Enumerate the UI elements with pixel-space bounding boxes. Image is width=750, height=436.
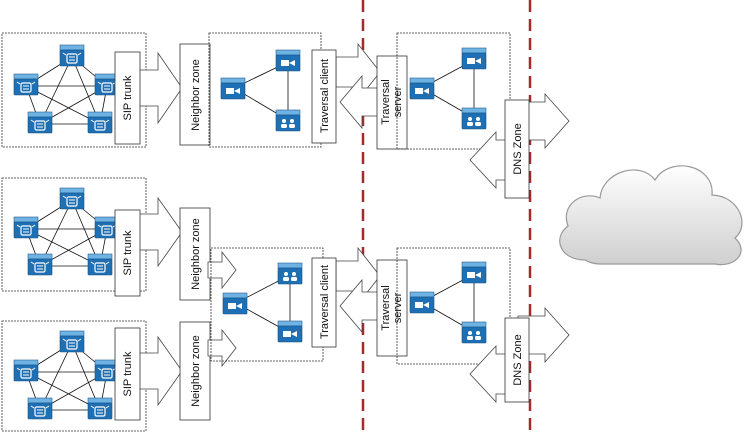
svg-text:DNS Zone: DNS Zone bbox=[512, 334, 524, 385]
cluster-middle bbox=[1, 177, 147, 292]
video-endpoint-icon bbox=[410, 78, 434, 99]
traversal-server-box-top: Traversal server bbox=[376, 55, 408, 150]
svg-text:SIP trunk: SIP trunk bbox=[122, 75, 134, 121]
traversal-client-box-top: Traversal client bbox=[311, 49, 337, 144]
svg-text:server: server bbox=[392, 292, 404, 323]
svg-text:DNS Zone: DNS Zone bbox=[512, 123, 524, 174]
server-group-top bbox=[396, 32, 511, 150]
client-to-server-arrow-top bbox=[335, 42, 381, 102]
cluster-top bbox=[1, 32, 147, 148]
video-endpoint-icon bbox=[276, 50, 300, 71]
client-to-server-arrow-bottom bbox=[335, 246, 381, 306]
router-icon bbox=[14, 360, 38, 381]
video-endpoint-icon bbox=[410, 292, 434, 313]
traversal-client-box-bottom: Traversal client bbox=[311, 257, 337, 348]
conference-people-icon bbox=[278, 263, 302, 284]
svg-text:Traversal client: Traversal client bbox=[319, 59, 331, 133]
svg-text:Traversal: Traversal bbox=[380, 79, 392, 124]
router-icon bbox=[88, 112, 112, 133]
dns-zone-box-top: DNS Zone bbox=[504, 99, 530, 199]
video-endpoint-icon bbox=[223, 293, 247, 314]
router-icon bbox=[14, 217, 38, 238]
router-icon bbox=[28, 254, 52, 275]
router-icon bbox=[60, 331, 84, 352]
client-group-top bbox=[208, 32, 322, 148]
neighbor-zone-box-bottom: Neighbor zone bbox=[179, 321, 211, 421]
dns-zone-box-bottom: DNS Zone bbox=[504, 317, 530, 403]
neighbor-zone-box-middle: Neighbor zone bbox=[179, 207, 211, 301]
sip-to-neighbor-arrow-bottom bbox=[137, 335, 183, 407]
traversal-server-box-bottom: Traversal server bbox=[376, 259, 408, 357]
router-icon bbox=[60, 188, 84, 209]
sip-to-neighbor-arrow-top bbox=[137, 51, 183, 125]
router-icon bbox=[60, 45, 84, 66]
svg-text:Traversal: Traversal bbox=[380, 285, 392, 330]
conference-people-icon bbox=[276, 110, 300, 131]
svg-text:Neighbor zone: Neighbor zone bbox=[190, 218, 202, 290]
video-endpoint-icon bbox=[221, 78, 245, 99]
video-endpoint-icon bbox=[462, 262, 486, 283]
sip-trunk-box-top: SIP trunk bbox=[114, 51, 141, 145]
svg-text:Neighbor zone: Neighbor zone bbox=[190, 59, 202, 131]
neighbor-to-client-arrow-bottom bbox=[207, 328, 237, 368]
router-icon bbox=[88, 254, 112, 275]
conference-people-icon bbox=[462, 108, 486, 129]
sip-trunk-box-bottom: SIP trunk bbox=[114, 327, 141, 421]
svg-text:SIP trunk: SIP trunk bbox=[122, 351, 134, 397]
router-icon bbox=[28, 112, 52, 133]
cloud-icon bbox=[559, 165, 743, 266]
router-icon bbox=[88, 398, 112, 419]
sip-trunk-box-middle: SIP trunk bbox=[114, 209, 141, 297]
svg-text:Neighbor zone: Neighbor zone bbox=[190, 335, 202, 407]
router-icon bbox=[14, 74, 38, 95]
server-group-bottom bbox=[396, 247, 511, 365]
conference-people-icon bbox=[462, 322, 486, 343]
svg-text:SIP trunk: SIP trunk bbox=[122, 230, 134, 276]
video-endpoint-icon bbox=[278, 321, 302, 342]
router-icon bbox=[28, 398, 52, 419]
video-endpoint-icon bbox=[462, 48, 486, 69]
svg-text:Traversal client: Traversal client bbox=[319, 265, 331, 339]
sip-to-neighbor-arrow-mid bbox=[137, 196, 183, 268]
neighbor-to-client-arrow-mid bbox=[207, 250, 237, 290]
svg-text:server: server bbox=[392, 86, 404, 117]
neighbor-zone-box-top: Neighbor zone bbox=[179, 43, 211, 146]
